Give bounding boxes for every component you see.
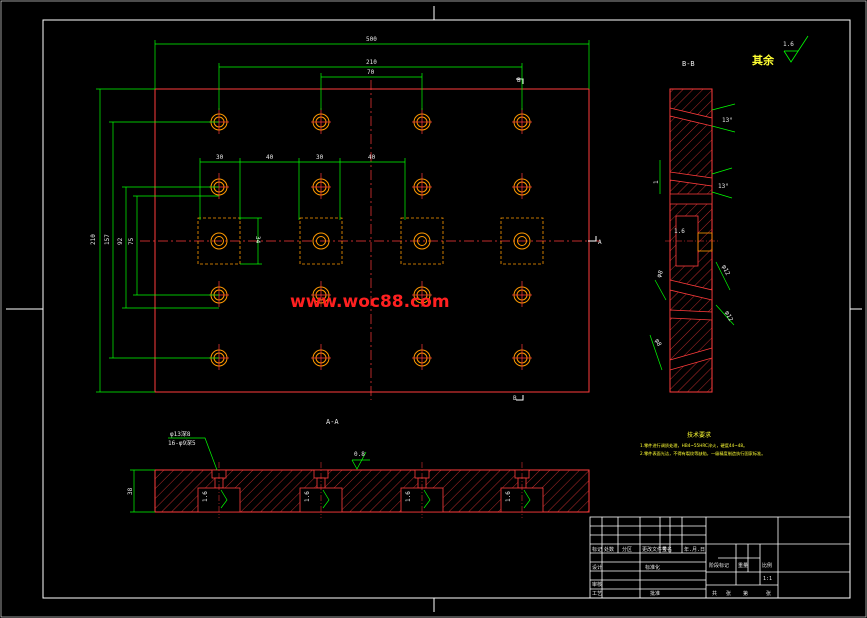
counterbore-hole bbox=[413, 232, 431, 250]
counterbore-hole bbox=[412, 281, 432, 307]
section-aa: 1.6 1.6 1.6 1.6 38 φ13深8 16-φ9深5 0.8 bbox=[127, 430, 590, 518]
watermark: www.woc88.com bbox=[290, 292, 450, 312]
dim-span-210: 210 bbox=[366, 59, 377, 66]
section-aa-label: A-A bbox=[326, 418, 339, 426]
counterbore-hole bbox=[412, 108, 432, 134]
section-mark-b-bottom: B bbox=[513, 395, 517, 402]
counterbore-hole bbox=[512, 108, 532, 134]
dim-span-70: 70 bbox=[367, 69, 375, 76]
counterbore-hole bbox=[513, 232, 531, 250]
tb-review: 审核 bbox=[592, 581, 602, 588]
bb-dim-angle-2: 13° bbox=[718, 183, 729, 190]
tb-sheet-no-2: 张 bbox=[766, 590, 771, 597]
counterbore-hole bbox=[412, 344, 432, 370]
section-mark-a-right: A bbox=[598, 239, 602, 246]
section-aa-flank-text: 1.6 bbox=[202, 491, 209, 502]
tb-header-label: 签名 bbox=[662, 546, 672, 553]
tb-header-label: 标记 bbox=[592, 546, 602, 553]
hidden-pocket bbox=[400, 217, 444, 265]
section-mark-b-top: B bbox=[517, 77, 521, 84]
tb-design: 设计 bbox=[592, 564, 602, 571]
bb-dim-angle-1: 13° bbox=[722, 117, 733, 124]
roughness-rest-value: 1.6 bbox=[783, 41, 794, 48]
hidden-pocket bbox=[197, 217, 241, 265]
dim-30-a: 30 bbox=[216, 154, 224, 161]
tb-approve: 批准 bbox=[650, 590, 660, 597]
tb-scale: 比例 bbox=[762, 562, 772, 569]
roughness-rest-label: 其余 bbox=[752, 53, 775, 67]
section-aa-flank-text: 1.6 bbox=[304, 491, 311, 502]
roughness-0-8: 0.8 bbox=[354, 451, 365, 458]
bb-dim-phi12-a: φ12 bbox=[720, 264, 731, 277]
section-aa-flank-text: 1.6 bbox=[505, 491, 512, 502]
bb-dim-phi8-a: φ8 bbox=[655, 269, 665, 279]
tb-header-label: 处数 bbox=[604, 546, 614, 553]
plan-view: B B A bbox=[90, 36, 602, 402]
counterbore-hole bbox=[311, 281, 331, 307]
tb-process: 工艺 bbox=[592, 591, 602, 597]
section-aa-flank-text: 1.6 bbox=[405, 491, 412, 502]
plan-dimensions bbox=[96, 40, 590, 393]
tb-header-label: 年.月.日 bbox=[684, 546, 705, 553]
section-aa-hole: 1.6 bbox=[400, 462, 444, 518]
dim-40-a: 40 bbox=[266, 154, 274, 161]
counterbore-hole bbox=[512, 281, 532, 307]
counterbore-hole bbox=[210, 232, 228, 250]
dim-width-210: 210 bbox=[90, 234, 97, 245]
section-aa-hole: 1.6 bbox=[299, 462, 343, 518]
counterbore-hole bbox=[311, 173, 331, 199]
tb-scale-value: 1:1 bbox=[763, 576, 772, 582]
tech-req-line2: 2.零件表面光洁，不得有裂纹等缺陷，一级精度制造执行国家标准。 bbox=[640, 450, 765, 457]
counterbore-hole bbox=[512, 344, 532, 370]
tb-stage-mark: 阶段标记 bbox=[709, 562, 729, 569]
tb-weight: 重量 bbox=[738, 562, 748, 569]
section-bb-label: B-B bbox=[682, 60, 695, 68]
counterbore-hole bbox=[512, 173, 532, 199]
note-counterbore: φ13深8 bbox=[170, 430, 191, 438]
dim-75: 75 bbox=[128, 237, 135, 245]
counterbore-hole bbox=[312, 232, 330, 250]
section-marks bbox=[516, 78, 597, 401]
counterbore-hole bbox=[311, 344, 331, 370]
bb-dim-1-6: 1.6 bbox=[674, 228, 685, 235]
note-holes: 16-φ9深5 bbox=[168, 439, 196, 447]
tb-header-label: 更改文件号 bbox=[642, 546, 667, 553]
bb-dim-phi12-b: φ12 bbox=[723, 310, 734, 323]
tb-header-label: 分区 bbox=[622, 546, 632, 553]
dim-30-b: 30 bbox=[316, 154, 324, 161]
section-aa-holes: 1.6 1.6 1.6 1.6 bbox=[197, 462, 544, 518]
tb-sheet-no: 张 bbox=[726, 590, 731, 597]
tech-req-title: 技术要求 bbox=[687, 431, 711, 439]
bb-dim-1: 1 bbox=[653, 180, 660, 184]
tb-sheet-of: 第 bbox=[743, 590, 748, 597]
title-block bbox=[589, 516, 851, 599]
dim-34: 34 bbox=[254, 236, 261, 244]
tb-standardize: 标准化 bbox=[645, 564, 660, 571]
dim-157: 157 bbox=[104, 234, 111, 245]
dim-92: 92 bbox=[117, 237, 124, 245]
hidden-pocket bbox=[500, 217, 544, 265]
counterbore-hole bbox=[311, 108, 331, 134]
dim-40-b: 40 bbox=[368, 154, 376, 161]
title-block-labels: 标记处数 分区 更改文件号签名 年.月.日 bbox=[592, 546, 705, 553]
tech-req-line1: 1.零件进行调质处理，HB4~55HRC淬火，硬度44~48。 bbox=[640, 442, 747, 449]
hidden-pockets bbox=[197, 217, 544, 265]
section-aa-hole: 1.6 bbox=[500, 462, 544, 518]
section-bb: 13° 13° 1 1.6 φ8 φ12 φ12 φ8 bbox=[649, 88, 736, 393]
tb-sheet-total: 共 bbox=[712, 590, 717, 597]
bb-dim-phi8-b: φ8 bbox=[653, 338, 663, 348]
hidden-pocket bbox=[299, 217, 343, 265]
dim-overall-length: 500 bbox=[366, 36, 377, 43]
counterbore-hole bbox=[412, 173, 432, 199]
roughness-symbol bbox=[783, 35, 809, 63]
dim-thickness-38: 38 bbox=[127, 487, 134, 495]
section-aa-hole: 1.6 bbox=[197, 462, 241, 518]
